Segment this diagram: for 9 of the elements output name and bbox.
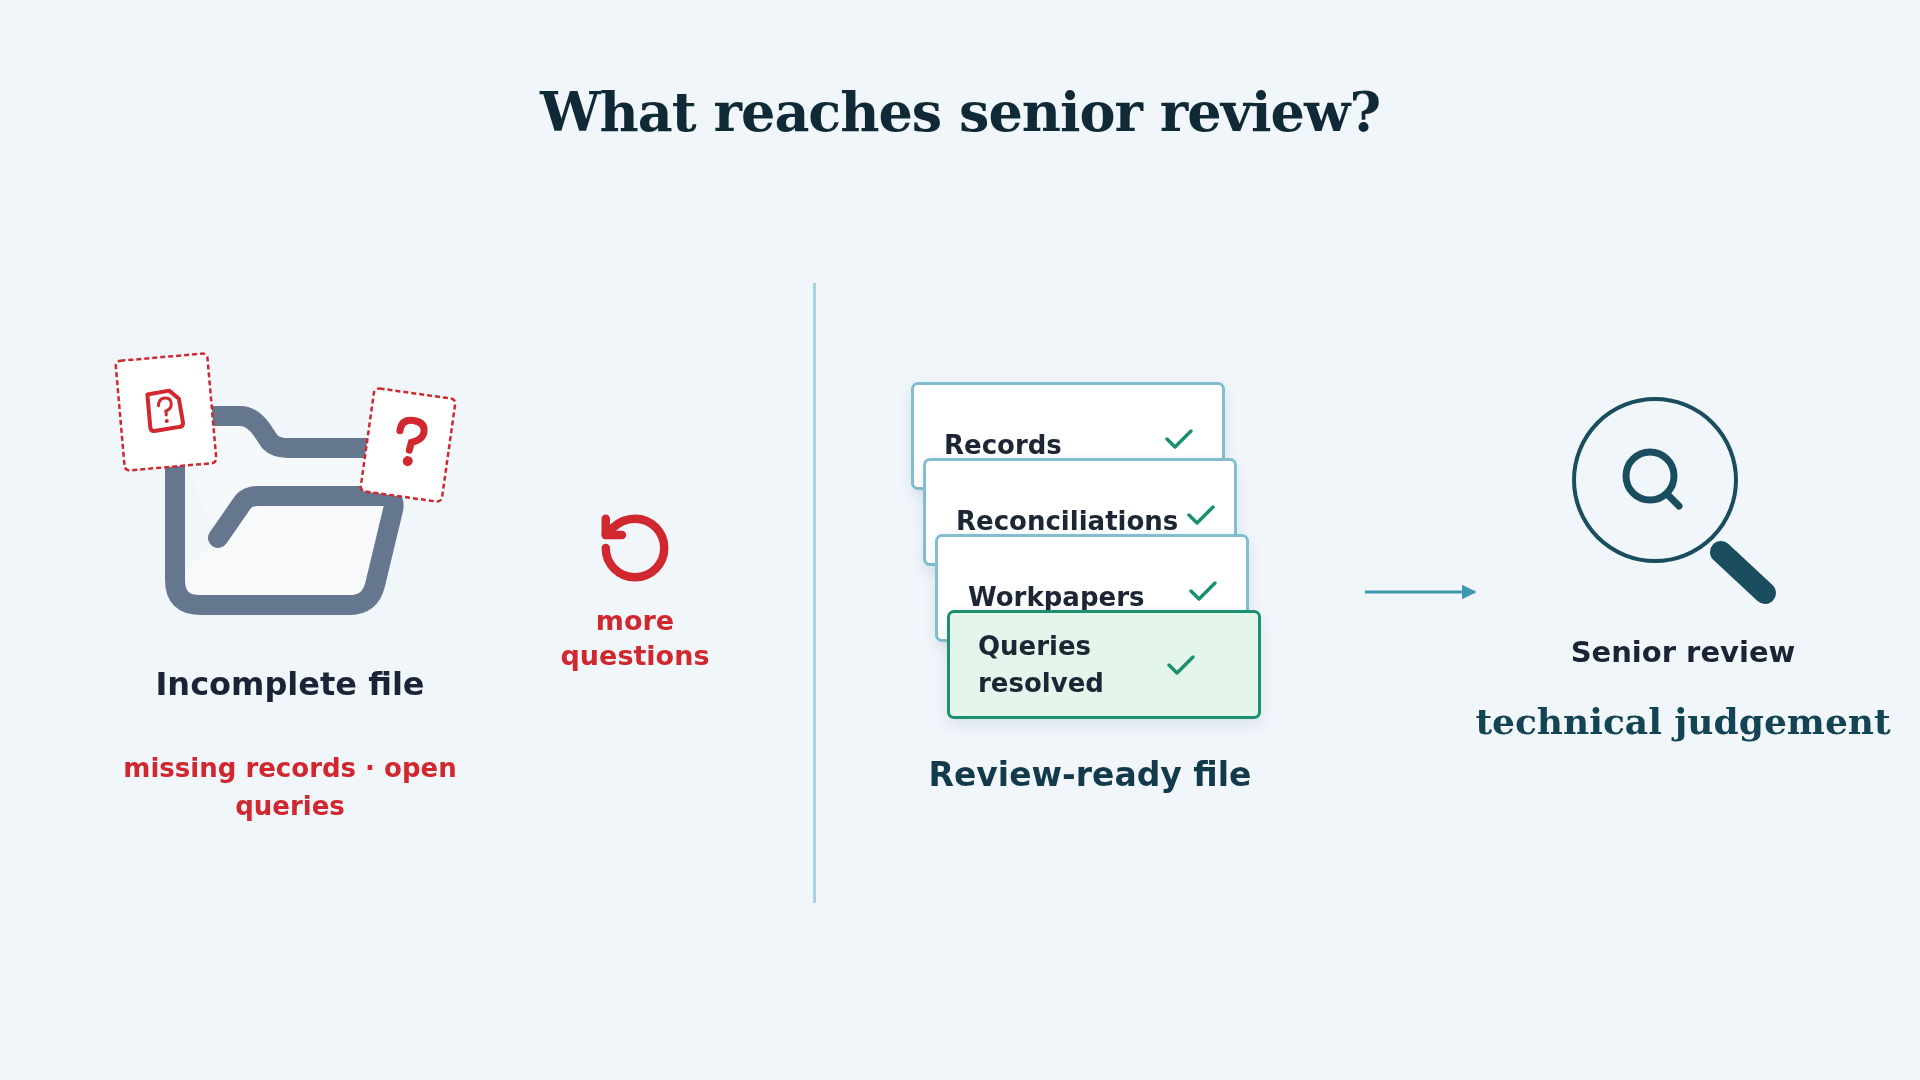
node-title: Incomplete file [154,665,426,703]
node-subtitle: missing records · open queries [122,752,458,823]
node-title: Senior review [1569,635,1797,669]
node-subtitle: technical judgement [1475,699,1891,744]
checklist-card: Queries resolved [947,610,1261,719]
loop-label: more questions [559,604,711,674]
diagram-title: What reaches senior review? [538,80,1382,144]
group-title: Review-ready file [927,755,1253,794]
arrow [1365,584,1477,600]
